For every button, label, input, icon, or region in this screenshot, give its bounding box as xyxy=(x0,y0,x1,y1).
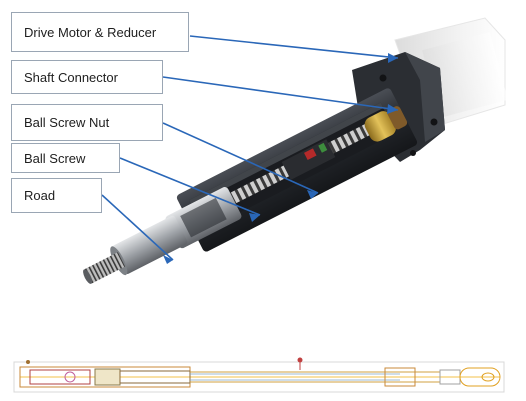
leader-line-road xyxy=(101,194,174,261)
callout-road: Road xyxy=(11,178,102,213)
callout-ball-screw: Ball Screw xyxy=(11,143,120,173)
leader-line-ball-screw xyxy=(119,157,261,216)
leader-line-drive-motor xyxy=(189,35,399,59)
label-ball-screw-nut: Ball Screw Nut xyxy=(24,115,110,130)
leader-line-shaft-connector xyxy=(162,76,399,111)
push-rod xyxy=(83,215,188,284)
housing-tube xyxy=(83,88,418,284)
callout-ball-screw-nut: Ball Screw Nut xyxy=(11,104,163,141)
label-ball-screw: Ball Screw xyxy=(24,150,86,166)
side-view-drawing xyxy=(13,357,505,393)
ball-screw-nut xyxy=(281,139,336,180)
callout-shaft-connector: Shaft Connector xyxy=(11,60,163,94)
leader-arrowheads xyxy=(163,53,398,264)
leader-lines xyxy=(101,35,399,261)
label-road: Road xyxy=(24,188,56,203)
label-drive-motor: Drive Motor & Reducer xyxy=(24,24,157,40)
label-shaft-connector: Shaft Connector xyxy=(24,69,118,85)
leader-line-ball-screw-nut xyxy=(162,122,319,194)
callout-drive-motor: Drive Motor & Reducer xyxy=(11,12,189,52)
